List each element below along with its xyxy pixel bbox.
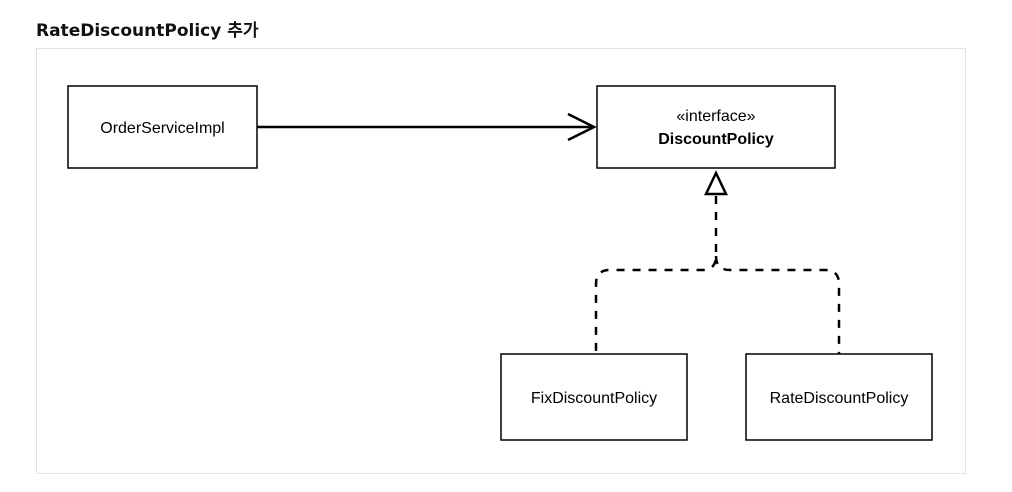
association-arrow [257, 112, 597, 142]
discount-policy-interface-box: «interface» DiscountPolicy [596, 85, 836, 169]
order-service-impl-box: OrderServiceImpl [67, 85, 258, 169]
rate-discount-policy-box: RateDiscountPolicy [745, 353, 933, 441]
interface-stereotype-label: «interface» [676, 108, 755, 125]
order-service-impl-label: OrderServiceImpl [100, 120, 224, 137]
realization-connector [594, 170, 841, 354]
fix-discount-policy-label: FixDiscountPolicy [531, 390, 657, 407]
page-title: RateDiscountPolicy 추가 [36, 21, 259, 41]
realization-line-fix [594, 196, 718, 354]
rate-discount-policy-label: RateDiscountPolicy [770, 390, 909, 407]
realization-line-rate [714, 255, 841, 354]
discount-policy-label: DiscountPolicy [658, 131, 774, 148]
fix-discount-policy-box: FixDiscountPolicy [500, 353, 688, 441]
hollow-triangle-arrowhead [704, 170, 728, 196]
